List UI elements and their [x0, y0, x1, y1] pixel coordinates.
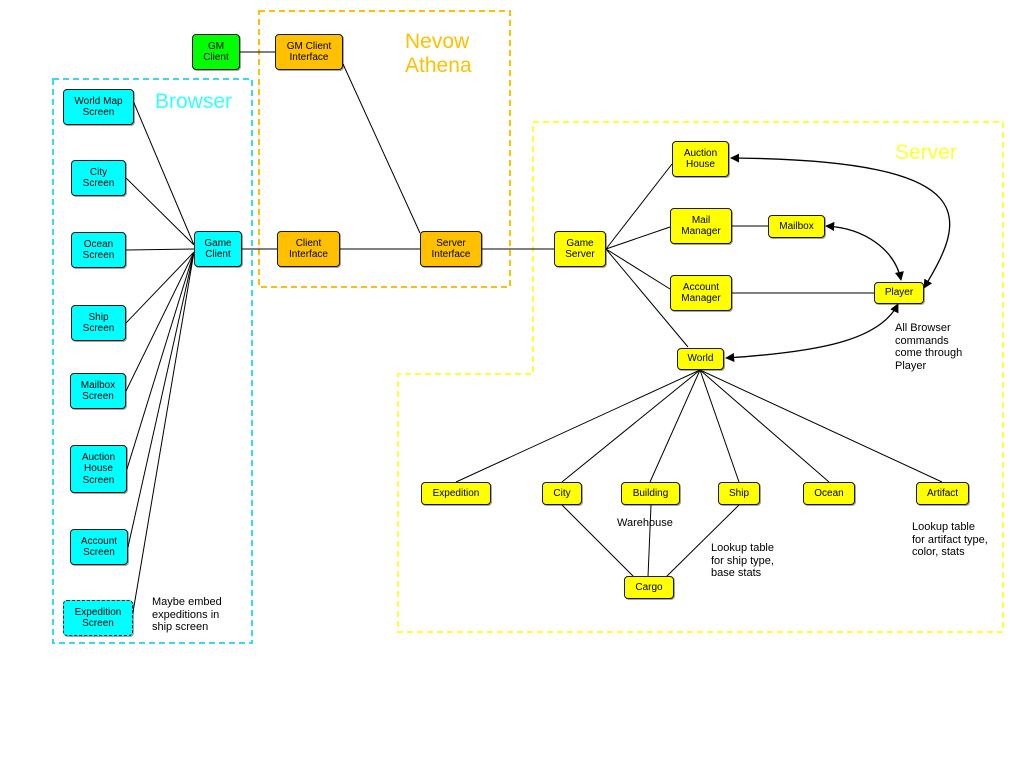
arrow-auction-player [730, 153, 951, 289]
expedition-screen-node: Expedition Screen [63, 600, 133, 636]
server-interface-node: Server Interface [420, 231, 482, 267]
edge-gameserver-auction [605, 163, 673, 250]
edge-expedition-gameclient [131, 251, 195, 619]
arrow-world-player [725, 303, 899, 363]
warehouse-note: Warehouse [617, 517, 673, 529]
city-screen-node: City Screen [71, 160, 126, 196]
edge-mailbox-gameclient [125, 251, 195, 392]
browser-region [52, 78, 253, 644]
edge-ship-gameclient [125, 251, 195, 324]
auction-house-screen-node: Auction House Screen [70, 445, 127, 493]
edge-world-building [649, 369, 701, 483]
gm-client-node: GM Client [192, 34, 240, 70]
client-interface-node: Client Interface [277, 231, 340, 267]
city-node: City [542, 482, 582, 505]
edge-ship-cargo [665, 504, 740, 578]
edge-gameserver-mail [605, 226, 671, 250]
ocean-screen-node: Ocean Screen [71, 232, 126, 268]
edge-worldmap-gameclient [133, 102, 195, 246]
mailbox-screen-node: Mailbox Screen [70, 373, 126, 409]
game-client-node: Game Client [194, 231, 242, 267]
ocean-node: Ocean [803, 482, 855, 505]
player-node: Player [874, 282, 924, 304]
world-node: World [677, 348, 724, 370]
cargo-node: Cargo [624, 576, 674, 599]
edge-world-ocean [699, 369, 830, 483]
browser-commands-note: All Browser commands come through Player [895, 322, 963, 372]
gm-client-interface-node: GM Client Interface [275, 34, 343, 70]
ship-lookup-note: Lookup table for ship type, base stats [711, 542, 774, 579]
browser-region-title: Browser [155, 90, 233, 113]
mailbox-node: Mailbox [768, 215, 825, 238]
ship-screen-node: Ship Screen [71, 305, 126, 341]
server-region-title: Server [895, 141, 957, 164]
expedition-node: Expedition [421, 482, 491, 505]
edge-ocean-gameclient [125, 248, 195, 251]
edge-world-expedition [455, 369, 701, 483]
edge-building-cargo [647, 504, 652, 578]
ship-node: Ship [718, 482, 760, 505]
artifact-node: Artifact [916, 482, 969, 505]
account-manager-node: Account Manager [670, 275, 732, 311]
edge-city-cargo [561, 504, 635, 578]
edge-world-ship [699, 369, 740, 483]
server-region [397, 121, 1004, 633]
expeditions-note: Maybe embed expeditions in ship screen [152, 596, 222, 633]
edge-gameserver-account [605, 248, 671, 290]
game-server-node: Game Server [554, 231, 606, 267]
artifact-lookup-note: Lookup table for artifact type, color, s… [912, 521, 988, 558]
mail-manager-node: Mail Manager [670, 208, 732, 244]
edge-world-city [561, 369, 701, 483]
edge-city-gameclient [125, 177, 195, 246]
edge-account-gameclient [127, 251, 195, 548]
arrow-mailbox-player [825, 221, 904, 281]
edge-gminterface-serverinterface [342, 63, 421, 234]
building-node: Building [621, 482, 680, 505]
athena-region-title: Nevow Athena [405, 30, 472, 77]
world-map-screen-node: World Map Screen [63, 89, 134, 125]
edge-gameserver-world [605, 248, 689, 348]
athena-region [258, 10, 511, 288]
edge-world-artifact [699, 369, 943, 483]
account-screen-node: Account Screen [70, 529, 128, 565]
edge-auction-gameclient [126, 251, 195, 470]
auction-house-node: Auction House [672, 141, 729, 177]
